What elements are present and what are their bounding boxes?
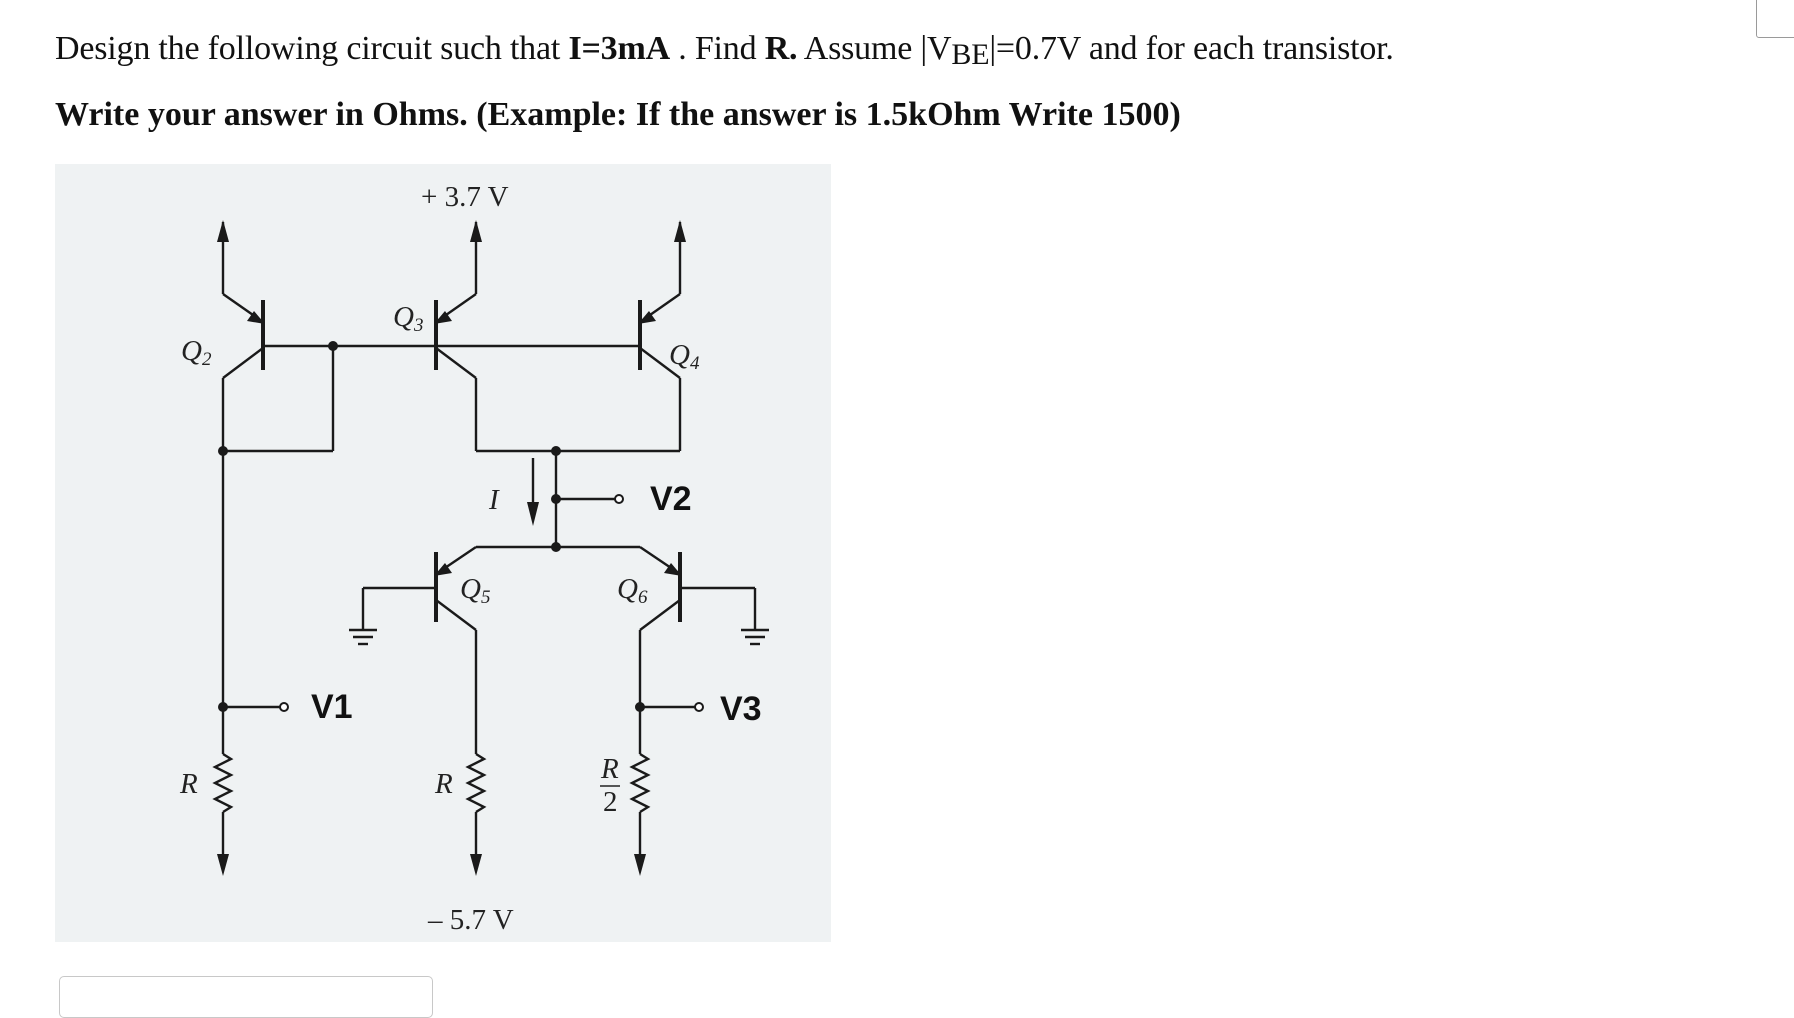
r-left-label: R [179, 768, 198, 800]
base-connections [218, 341, 680, 707]
question-text-2: . Find [669, 30, 765, 67]
circuit-schematic: + 3.7 V – 5.7 V Q2 Q3 Q4 Q5 Q6 I R R R 2… [179, 181, 769, 936]
question-line-2: Write your answer in Ohms. (Example: If … [55, 96, 1181, 133]
supply-arrows-top [217, 220, 686, 294]
vbe-subscript: BE [951, 38, 990, 71]
output-taps [218, 702, 704, 712]
transistor-q3 [434, 293, 478, 451]
r-middle-label: R [434, 768, 453, 800]
q3-label: Q3 [393, 301, 423, 336]
resistor-left [212, 707, 234, 876]
v1-label: V1 [311, 688, 353, 726]
transistor-q5 [349, 546, 478, 754]
current-label: I [488, 484, 500, 516]
q6-label: Q6 [617, 573, 648, 608]
question-text-4: |=0.7V and for each transistor. [989, 30, 1394, 67]
resistor-middle [465, 752, 487, 876]
transistor-q4 [638, 293, 682, 451]
find-variable: R. [764, 30, 798, 67]
corner-widget[interactable] [1756, 0, 1794, 38]
answer-input[interactable] [59, 976, 433, 1018]
circuit-diagram: + 3.7 V – 5.7 V Q2 Q3 Q4 Q5 Q6 I R R R 2… [55, 164, 831, 942]
r-right-numerator: R [600, 753, 619, 785]
q2-label: Q2 [181, 335, 212, 370]
v2-label: V2 [650, 480, 692, 518]
current-spec: I=3mA [568, 30, 670, 67]
v3-label: V3 [720, 690, 762, 728]
q5-label: Q5 [460, 573, 490, 608]
question-text-1: Design the following circuit such that [55, 30, 569, 67]
question-line-1: Design the following circuit such that I… [55, 30, 1394, 71]
transistor-q2 [221, 293, 265, 451]
question-text-3: Assume |V [797, 30, 952, 67]
q4-label: Q4 [669, 339, 700, 374]
transistor-q6 [638, 546, 769, 754]
vcc-label: + 3.7 V [421, 181, 509, 213]
vee-label: – 5.7 V [427, 904, 514, 936]
resistor-right [600, 752, 651, 876]
r-right-denominator: 2 [603, 786, 618, 818]
